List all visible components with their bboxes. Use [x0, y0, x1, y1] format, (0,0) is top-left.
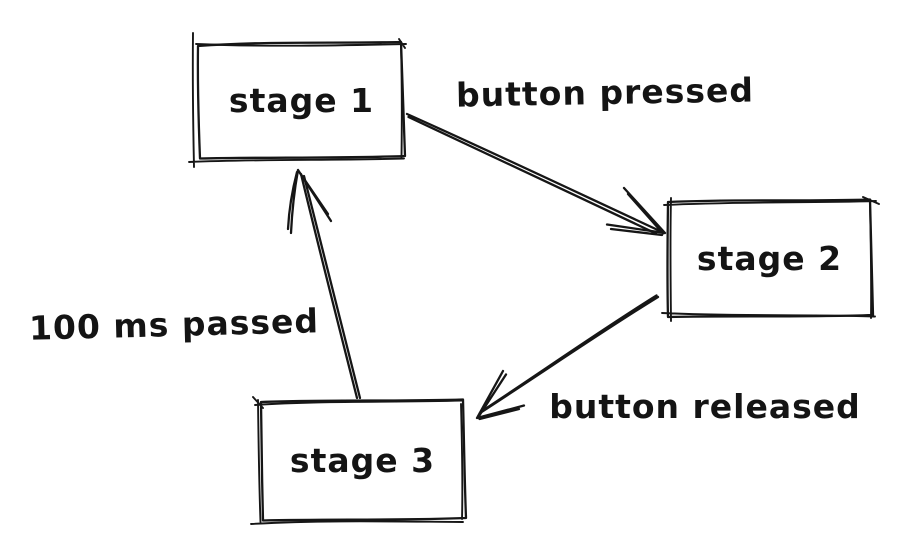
- node-stage2-box-outline: [666, 198, 875, 319]
- node-stage2-label: stage 2: [696, 239, 843, 278]
- arrow-stage2-to-stage3-head: [475, 369, 526, 421]
- node-stage3-box-sketch: [250, 396, 464, 525]
- node-stage1-box-sketch: [188, 32, 407, 168]
- node-stage3-box: [250, 396, 468, 525]
- arrow-stage3-to-stage1-head: [286, 168, 333, 235]
- edge-label-100ms-passed: 100 ms passed: [28, 300, 320, 348]
- arrow-stage3-to-stage1: [286, 168, 362, 400]
- node-stage1-box-outline: [196, 40, 407, 160]
- node-stage2-box: [661, 196, 880, 322]
- arrow-stage2-to-stage3: [475, 294, 660, 421]
- node-stage1-label: stage 1: [228, 80, 375, 120]
- arrow-stage2-to-stage3-line: [478, 294, 660, 415]
- node-stage1-box: [188, 32, 407, 168]
- edge-label-button-released: button released: [549, 386, 861, 426]
- arrow-stage1-to-stage2-head: [605, 186, 667, 237]
- arrow-stage1-to-stage2: [405, 112, 667, 237]
- arrow-stage3-to-stage1-line: [299, 172, 362, 400]
- node-stage3-label: stage 3: [289, 441, 436, 480]
- node-stage2-box-sketch: [661, 196, 880, 322]
- node-stage3-box-outline: [259, 398, 468, 522]
- edge-label-button-pressed: button pressed: [455, 69, 755, 115]
- arrow-stage1-to-stage2-line: [405, 112, 662, 235]
